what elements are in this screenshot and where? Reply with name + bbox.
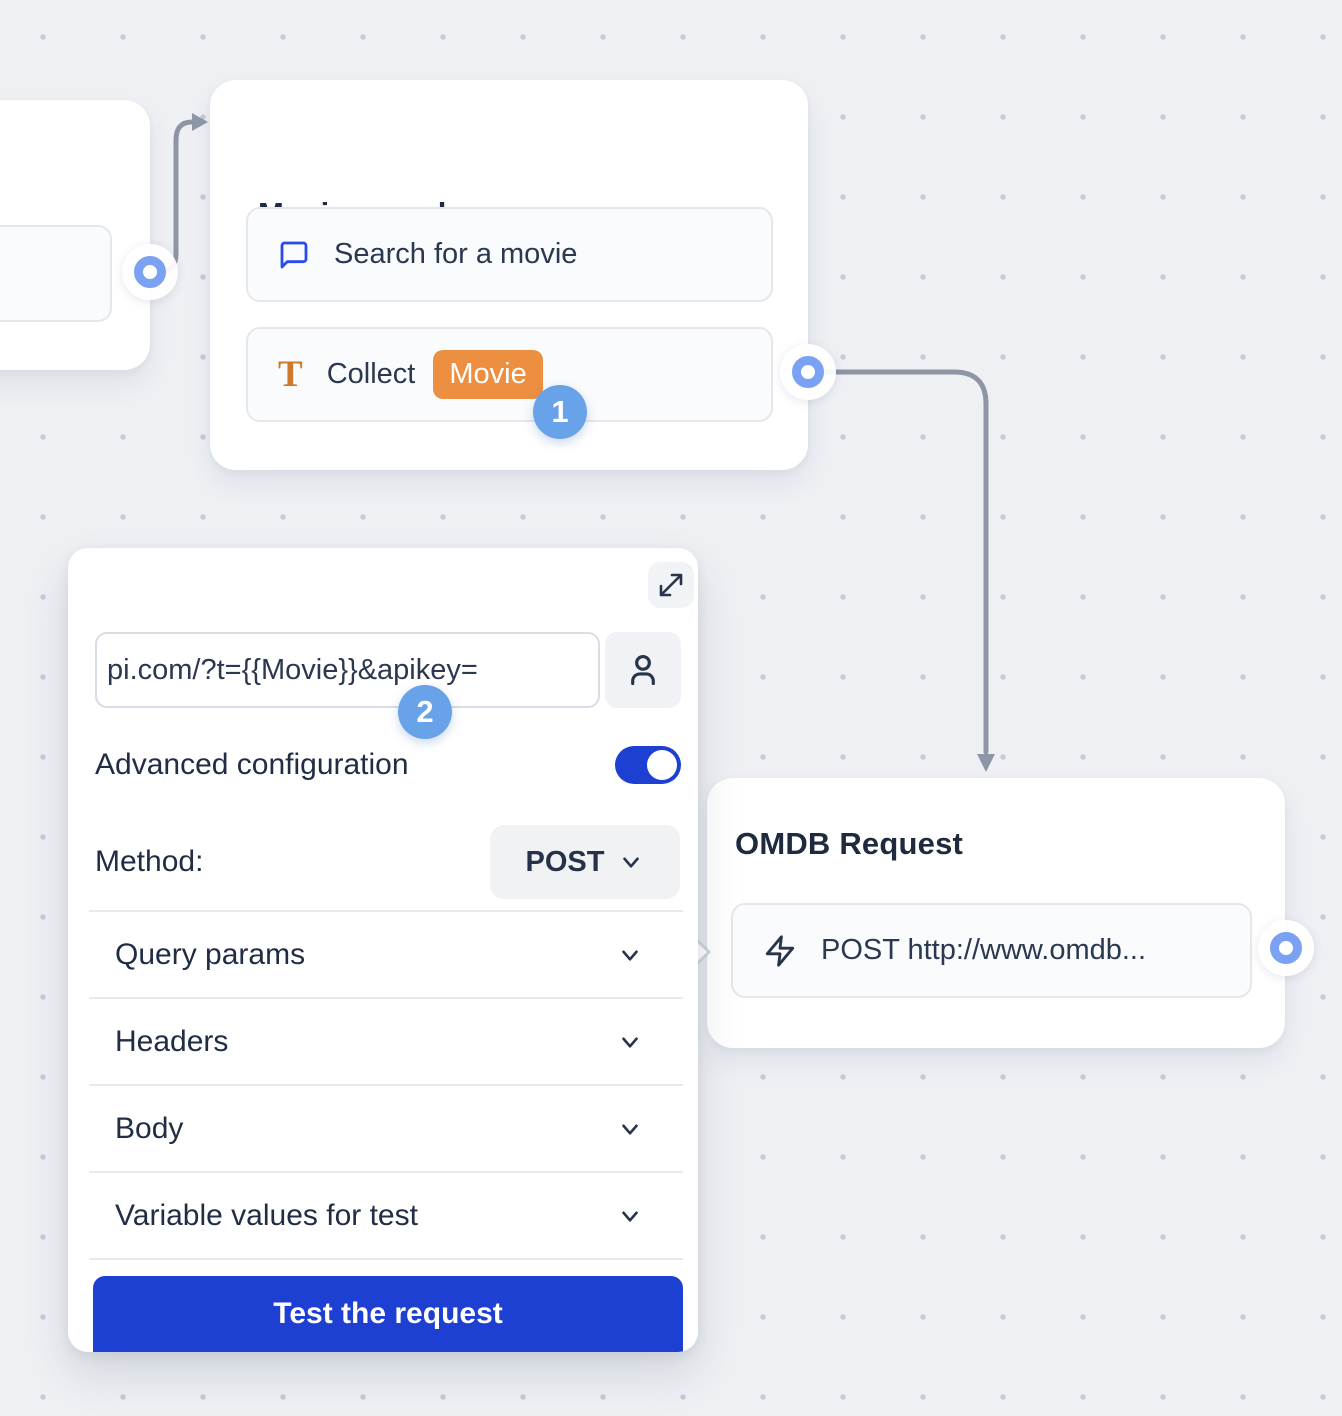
webhook-config-panel: Advanced configuration Method: POST Quer… [68,548,698,1352]
node-title: OMDB Request [735,826,964,861]
section-headers[interactable]: Headers [89,997,683,1084]
section-label: Query params [115,937,306,971]
collect-block[interactable]: T Collect Movie [246,327,773,422]
step-badge-1: 1 [533,385,587,439]
output-port-movie-search[interactable] [780,344,836,400]
section-variable-values[interactable]: Variable values for test [89,1171,683,1260]
advanced-configuration-toggle[interactable] [615,746,681,784]
chevron-down-icon [622,1210,638,1222]
chevron-down-icon [622,1123,638,1135]
input-port-chevron-icon [694,937,711,967]
expand-button[interactable] [648,562,694,608]
block-label: POST http://www.omdb... [821,934,1147,966]
omdb-request-node[interactable]: OMDB Request POST http://www.omdb... [694,778,1285,1048]
text-input-icon: T [278,354,303,395]
output-port-partial-node[interactable] [122,244,178,300]
output-port-omdb-request[interactable] [1258,920,1314,976]
chevron-down-icon [622,1036,638,1048]
person-icon [631,654,655,686]
section-label: Body [115,1111,184,1145]
panel-sections: Query params Headers Body Variable value… [89,910,683,1260]
chevron-down-icon [623,857,640,868]
block-label: Search for a movie [334,238,578,270]
step-badge-2: 2 [398,685,452,739]
method-dropdown[interactable]: POST [490,825,680,899]
block-label: Collect [326,358,416,390]
user-variable-button[interactable] [605,632,681,708]
lightning-icon [765,934,795,967]
movie-search-node[interactable]: Movie search Search for a movie T Collec… [210,80,808,470]
section-body[interactable]: Body [89,1084,683,1171]
url-input[interactable] [95,632,600,708]
test-request-button[interactable]: Test the request [93,1276,683,1352]
partial-node-item[interactable] [0,225,112,322]
chevron-down-icon [622,949,638,961]
variable-badge-movie: Movie [433,350,543,399]
section-label: Variable values for test [115,1198,418,1232]
method-value: POST [525,845,605,878]
expand-icon [659,573,683,597]
advanced-configuration-label: Advanced configuration [95,748,409,781]
chat-bubble-icon [280,241,308,268]
webhook-block[interactable]: POST http://www.omdb... [731,903,1252,998]
section-query-params[interactable]: Query params [89,910,683,997]
section-label: Headers [115,1024,229,1058]
partial-node-card[interactable] [0,100,150,370]
question-block-search-movie[interactable]: Search for a movie [246,207,773,302]
method-label: Method: [95,845,204,878]
